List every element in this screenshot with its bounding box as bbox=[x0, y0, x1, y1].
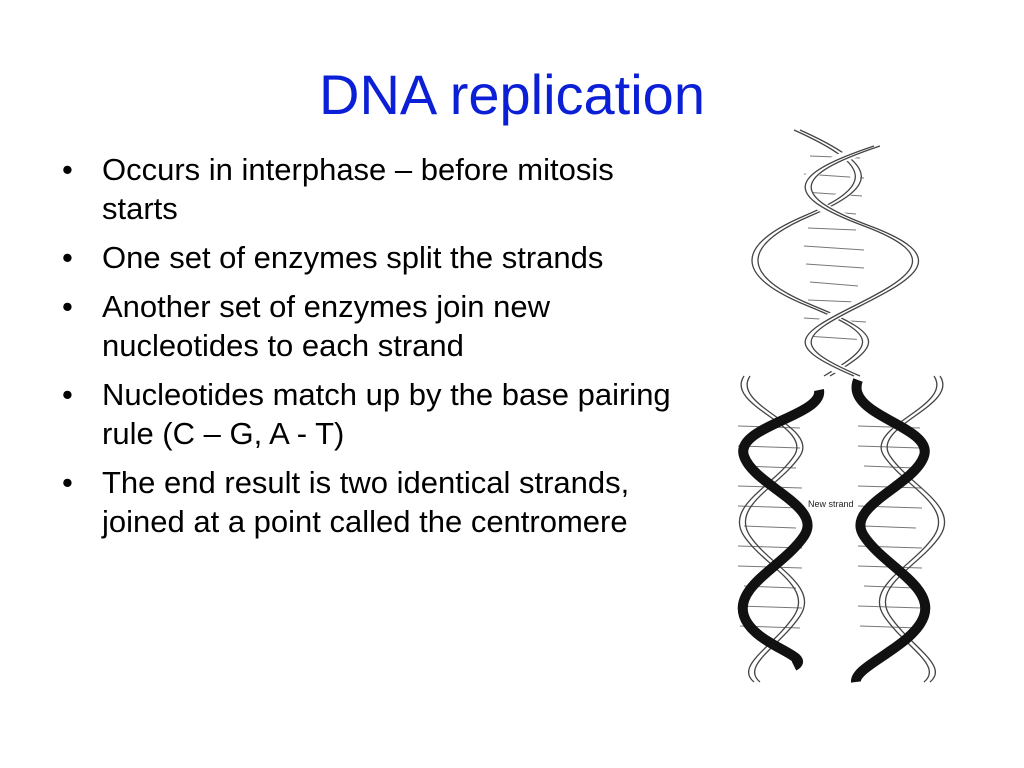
left-daughter-helix bbox=[737, 375, 824, 683]
bullet-dot: • bbox=[62, 152, 73, 187]
bullet-dot: • bbox=[62, 240, 73, 275]
bullet-text: One set of enzymes split the strands bbox=[102, 240, 604, 275]
dna-replication-illustration: New strand bbox=[737, 126, 946, 683]
bullet-item: • Nucleotides match up by the base pairi… bbox=[58, 375, 698, 453]
bullet-item: • Another set of enzymes join new nucleo… bbox=[58, 287, 698, 365]
bullet-list: • Occurs in interphase – before mitosis … bbox=[58, 150, 698, 551]
bullet-item: • One set of enzymes split the strands bbox=[58, 238, 698, 277]
bullet-item: • The end result is two identical strand… bbox=[58, 463, 698, 541]
right-daughter-helix bbox=[851, 375, 946, 683]
bullet-item: • Occurs in interphase – before mitosis … bbox=[58, 150, 698, 228]
bullet-text: Another set of enzymes join new nucleoti… bbox=[102, 289, 551, 363]
bullet-text: Nucleotides match up by the base pairing… bbox=[102, 377, 671, 451]
bullet-text: The end result is two identical strands,… bbox=[102, 465, 630, 539]
bullet-dot: • bbox=[62, 289, 73, 324]
bullet-text: Occurs in interphase – before mitosis st… bbox=[102, 152, 614, 226]
new-strand-label: New strand bbox=[808, 499, 854, 509]
bullet-dot: • bbox=[62, 377, 73, 412]
slide-title: DNA replication bbox=[319, 63, 705, 126]
bullet-dot: • bbox=[62, 465, 73, 500]
parent-helix bbox=[747, 126, 920, 381]
